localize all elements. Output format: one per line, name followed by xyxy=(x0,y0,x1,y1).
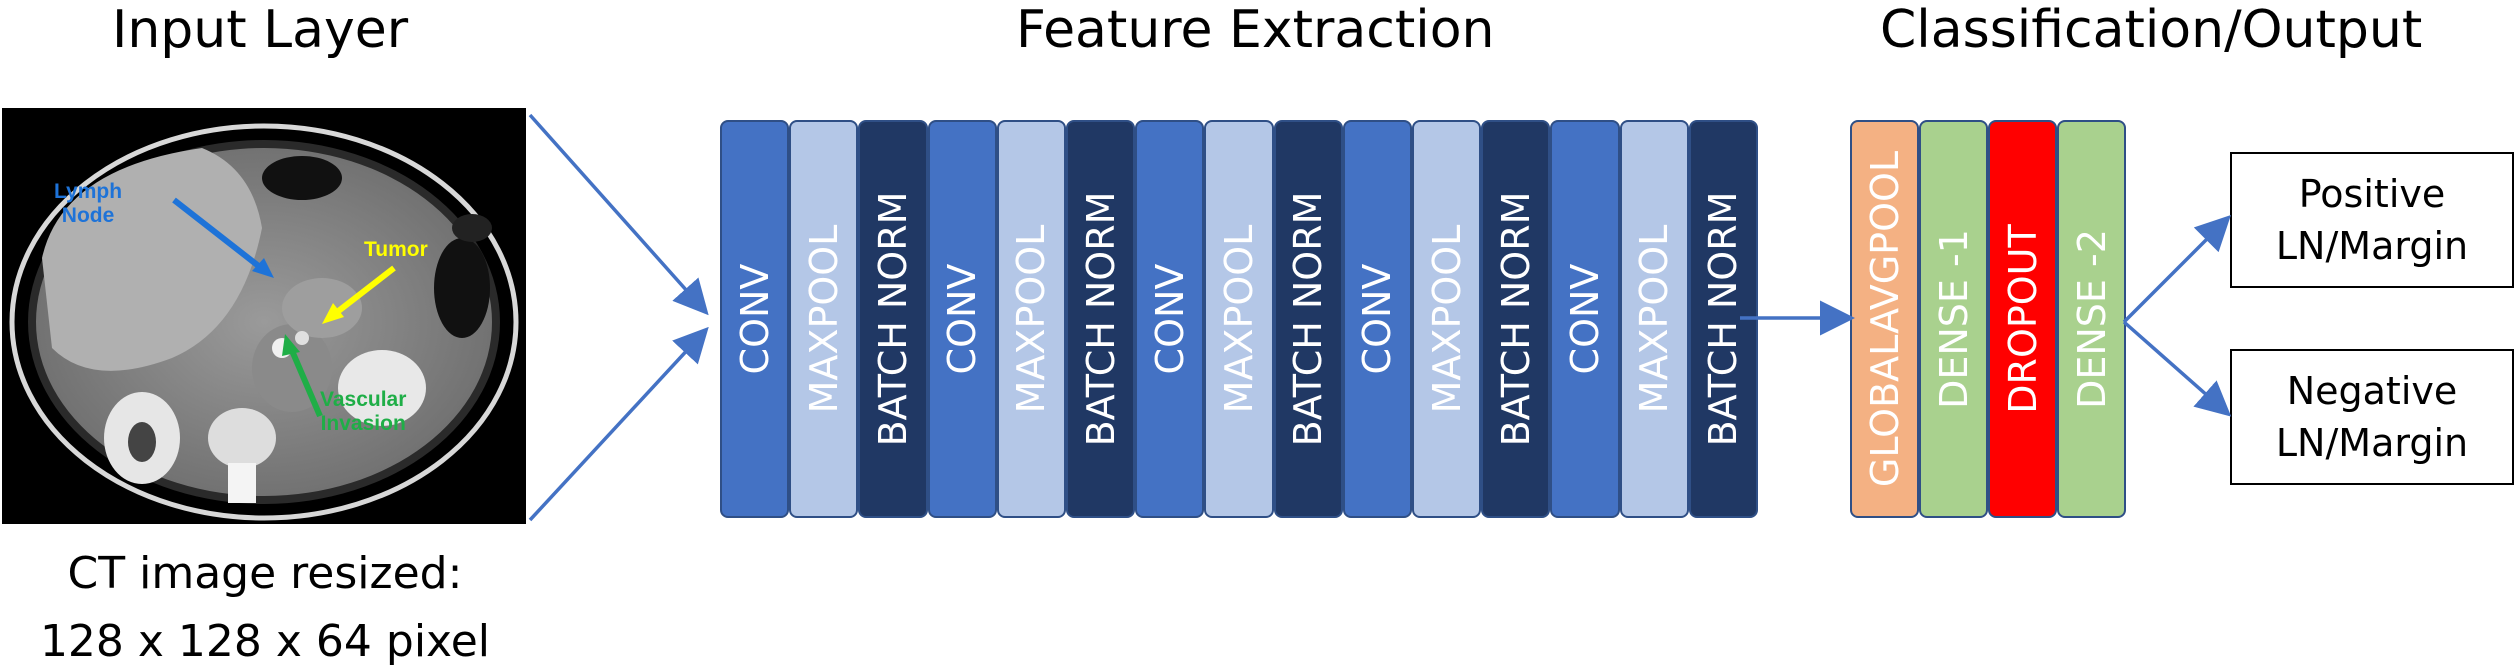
layer-label: DROPOUT xyxy=(2000,224,2045,414)
layer-batch-norm: BATCH NORM xyxy=(1066,120,1136,518)
tumor-label: Tumor xyxy=(364,238,428,261)
layer-label: MAXPOOL xyxy=(1009,224,1054,414)
layer-label: GLOBALAVGPOOL xyxy=(1862,150,1907,488)
layer-dense-1: DENSE -1 xyxy=(1919,120,1988,518)
layer-globalavgpool: GLOBALAVGPOOL xyxy=(1850,120,1919,518)
caption-line-1: CT image resized: xyxy=(67,548,463,599)
layer-label: BATCH NORM xyxy=(1493,191,1538,447)
layer-batch-norm: BATCH NORM xyxy=(858,120,928,518)
layer-label: CONV xyxy=(1147,263,1192,375)
layer-label: MAXPOOL xyxy=(1216,224,1261,414)
layer-batch-norm: BATCH NORM xyxy=(1481,120,1551,518)
layer-batch-norm: BATCH NORM xyxy=(1273,120,1343,518)
layer-label: BATCH NORM xyxy=(870,191,915,447)
layer-label: DENSE -1 xyxy=(1931,229,1976,409)
layer-dropout: DROPOUT xyxy=(1988,120,2057,518)
layer-label: BATCH NORM xyxy=(1078,191,1123,447)
arrow-input-top xyxy=(528,113,709,316)
caption-line-2: 128 x 128 x 64 pixel xyxy=(39,616,491,667)
layer-label: CONV xyxy=(1355,263,1400,375)
layer-maxpool: MAXPOOL xyxy=(789,120,859,518)
layer-label: DENSE -2 xyxy=(2069,229,2114,409)
layer-conv: CONV xyxy=(1550,120,1620,518)
input-layer-title: Input Layer xyxy=(112,0,409,60)
lymph-node-label: Lymph Node xyxy=(54,180,123,227)
layer-conv: CONV xyxy=(927,120,997,518)
layer-label: MAXPOOL xyxy=(1632,224,1677,414)
positive-output-box: Positive LN/Margin xyxy=(2230,152,2514,288)
layer-label: CONV xyxy=(940,263,985,375)
arrow-to-positive xyxy=(2122,215,2231,324)
vascular-invasion-label: Vascular Invasion xyxy=(320,388,407,435)
layer-label: BATCH NORM xyxy=(1286,191,1331,447)
classification-output-title: Classification/Output xyxy=(1880,0,2423,60)
layer-maxpool: MAXPOOL xyxy=(1204,120,1274,518)
layer-maxpool: MAXPOOL xyxy=(1619,120,1689,518)
layer-label: CONV xyxy=(732,263,777,375)
layer-label: CONV xyxy=(1562,263,1607,375)
layer-conv: CONV xyxy=(1135,120,1205,518)
layer-batch-norm: BATCH NORM xyxy=(1688,120,1758,518)
layer-maxpool: MAXPOOL xyxy=(1412,120,1482,518)
positive-output-label: Positive LN/Margin xyxy=(2275,172,2469,268)
arrow-to-negative xyxy=(2122,320,2232,417)
negative-output-label: Negative LN/Margin xyxy=(2275,369,2469,465)
layer-maxpool: MAXPOOL xyxy=(996,120,1066,518)
layer-label: MAXPOOL xyxy=(801,224,846,414)
layer-label: BATCH NORM xyxy=(1701,191,1746,447)
layer-label: MAXPOOL xyxy=(1424,224,1469,414)
layer-conv: CONV xyxy=(1342,120,1412,518)
ct-scan-image: Lymph Node Tumor Vascular Invasion xyxy=(2,108,526,524)
layer-dense-2: DENSE -2 xyxy=(2057,120,2126,518)
layer-conv: CONV xyxy=(720,120,790,518)
arrow-input-bottom xyxy=(528,326,709,522)
feature-extraction-title: Feature Extraction xyxy=(1016,0,1495,60)
negative-output-box: Negative LN/Margin xyxy=(2230,349,2514,485)
